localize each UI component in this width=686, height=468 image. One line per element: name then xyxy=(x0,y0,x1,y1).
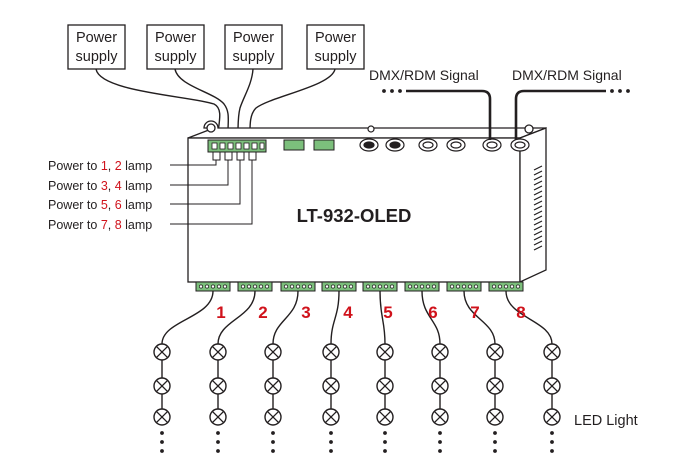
output-channel-4: 4 xyxy=(321,281,357,453)
output-wire xyxy=(463,290,496,345)
channel-number: 1 xyxy=(216,303,225,322)
continuation-dots xyxy=(383,431,387,453)
power-supply-label: supply xyxy=(233,49,276,65)
power-supply-label: supply xyxy=(76,49,119,65)
signal-ports xyxy=(359,138,530,152)
led-lamp-icon xyxy=(209,343,227,361)
output-wire xyxy=(272,290,299,345)
led-lamp-icon xyxy=(209,408,227,426)
output-wire xyxy=(421,290,441,345)
channel-number: 7 xyxy=(470,303,479,322)
power-supply-label: supply xyxy=(315,49,358,65)
lamp-power-label-4: Power to 7, 8 lamp xyxy=(48,218,152,232)
channel-number: 8 xyxy=(516,303,525,322)
led-lamp-icon xyxy=(322,343,340,361)
vent-slots xyxy=(533,165,543,251)
output-channels: 1 2 3 4 5 6 7 8 xyxy=(153,281,561,453)
device-top-face xyxy=(187,120,547,139)
output-channel-6: 6 xyxy=(404,281,449,453)
device-model-name: LT-932-OLED xyxy=(297,205,412,226)
continuation-dots xyxy=(271,431,275,453)
continuation-dots xyxy=(493,431,497,453)
continuation-dots xyxy=(438,431,442,453)
channel-number: 4 xyxy=(343,303,353,322)
led-lamp-icon xyxy=(486,377,504,395)
led-light-label: LED Light xyxy=(574,413,638,429)
power-input-terminal xyxy=(207,139,267,161)
output-wire xyxy=(161,290,214,345)
output-wire xyxy=(330,290,340,345)
mount-hole-icon xyxy=(367,125,375,133)
led-lamp-icon xyxy=(322,377,340,395)
power-supply-2: Power supply xyxy=(146,24,205,70)
led-lamp-icon xyxy=(264,343,282,361)
channel-number: 3 xyxy=(301,303,310,322)
led-lamp-icon xyxy=(153,377,171,395)
mount-hole-icon xyxy=(524,124,534,134)
output-wire xyxy=(505,290,553,345)
aux-terminal xyxy=(283,139,305,151)
led-lamp-icon xyxy=(486,408,504,426)
power-supply-3: Power supply xyxy=(224,24,283,70)
led-lamp-icon xyxy=(264,377,282,395)
led-lamp-icon xyxy=(153,343,171,361)
continuation-dots xyxy=(550,431,554,453)
led-lamp-icon xyxy=(376,343,394,361)
power-supply-4: Power supply xyxy=(306,24,365,70)
output-channel-2: 2 xyxy=(209,281,273,453)
power-supply-label: Power xyxy=(315,30,356,46)
output-channel-7: 7 xyxy=(446,281,504,453)
signal-label-left: DMX/RDM Signal xyxy=(369,67,479,83)
led-lamp-icon xyxy=(543,408,561,426)
mount-hole-icon xyxy=(206,123,216,133)
power-supply-label: Power xyxy=(155,30,196,46)
power-supply-label: supply xyxy=(155,49,198,65)
aux-terminal xyxy=(313,139,335,151)
lamp-power-leaders xyxy=(170,160,253,225)
output-channel-5: 5 xyxy=(362,281,398,453)
continuation-dots xyxy=(329,431,333,453)
lamp-power-label-2: Power to 3, 4 lamp xyxy=(48,179,152,193)
led-lamp-icon xyxy=(264,408,282,426)
led-lamp-icon xyxy=(431,343,449,361)
led-lamp-icon xyxy=(209,377,227,395)
power-cables xyxy=(95,68,336,133)
power-supply-1: Power supply xyxy=(67,24,126,70)
channel-number: 6 xyxy=(428,303,437,322)
channel-number: 5 xyxy=(383,303,392,322)
led-lamp-icon xyxy=(322,408,340,426)
led-lamp-icon xyxy=(376,377,394,395)
power-supply-label: Power xyxy=(233,30,274,46)
continuation-dots xyxy=(216,431,220,453)
output-channel-1: 1 xyxy=(153,281,231,453)
output-wire xyxy=(217,290,256,345)
led-lamp-icon xyxy=(431,408,449,426)
led-lamp-icon xyxy=(431,377,449,395)
signal-continuation-dots xyxy=(382,89,630,93)
led-lamp-icon xyxy=(376,408,394,426)
output-channel-8: 8 xyxy=(488,281,561,453)
led-lamp-icon xyxy=(486,343,504,361)
continuation-dots xyxy=(160,431,164,453)
device-front-face xyxy=(187,137,521,283)
power-supply-label: Power xyxy=(76,30,117,46)
device-side-face xyxy=(519,127,547,284)
lamp-power-label-1: Power to 1, 2 lamp xyxy=(48,159,152,173)
output-channel-3: 3 xyxy=(264,281,316,453)
signal-cables xyxy=(406,89,606,140)
led-lamp-icon xyxy=(543,343,561,361)
lamp-power-label-3: Power to 5, 6 lamp xyxy=(48,198,152,212)
signal-label-right: DMX/RDM Signal xyxy=(512,67,622,83)
led-lamp-icon xyxy=(543,377,561,395)
output-wire xyxy=(379,290,386,345)
channel-number: 2 xyxy=(258,303,267,322)
led-lamp-icon xyxy=(153,408,171,426)
